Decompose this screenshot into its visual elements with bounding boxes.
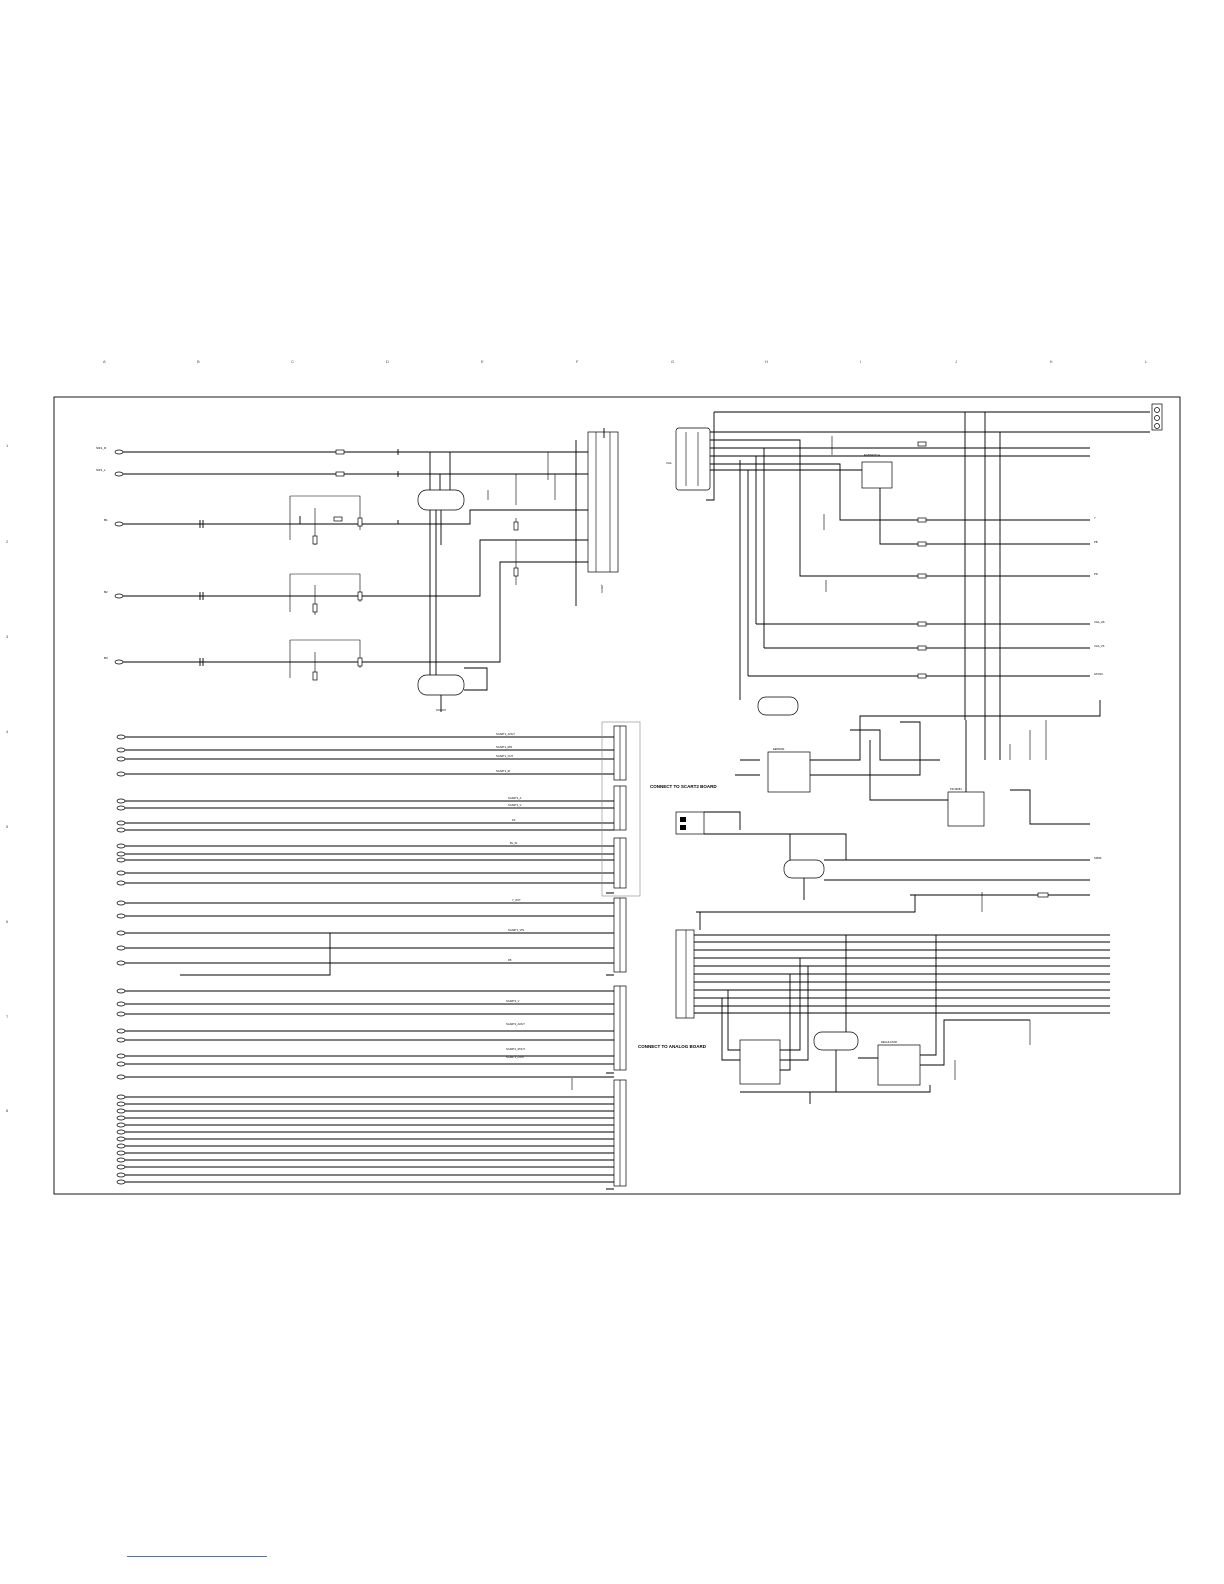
ic-label: EEPROM	[773, 747, 784, 751]
row-marker: 2	[6, 539, 9, 544]
resistor	[335, 471, 345, 477]
output-label: SPDIF	[1094, 856, 1102, 860]
col-marker: F	[576, 359, 579, 364]
bus-signal-label: SCART1_AOUT	[496, 732, 515, 736]
opamp-ic	[417, 489, 465, 511]
analog-header-connector	[675, 929, 695, 1019]
bus-signal-label: SCART1_LOUT	[506, 1055, 525, 1059]
input-stage-section: SIF1_R SIF1_L B1 B2 B3	[96, 428, 619, 712]
regulator-ic	[877, 1044, 921, 1086]
annotation-analog: CONNECT TO ANALOG BOARD	[638, 1044, 707, 1049]
aux-connector	[675, 811, 705, 835]
row-marker: 6	[6, 919, 9, 924]
col-marker: B	[197, 359, 200, 364]
row-marker: 8	[6, 1108, 9, 1113]
input-label: B2	[104, 590, 108, 594]
opamp-ic	[783, 859, 825, 879]
connector-label: SCART	[600, 584, 604, 593]
column-markers: A B C D E F G H I J K L	[103, 359, 1148, 364]
bus-header-connectors	[606, 725, 627, 1190]
output-label: HSYNC	[1094, 672, 1103, 676]
eeprom-ic	[767, 751, 811, 793]
bus-signal-label: FB	[508, 958, 512, 962]
bus-signal-label: SCART2_A	[508, 796, 522, 800]
rgb-switch-ic	[861, 461, 893, 489]
annotation-scart: CONNECT TO SCART2 BOARD	[650, 784, 717, 789]
bus-signal-label: BL_IN	[510, 841, 517, 845]
col-marker: H	[765, 359, 768, 364]
opamp-ic	[813, 1031, 859, 1051]
input-label: B1	[104, 518, 108, 522]
bus-section: SCART1_AOUT SCART1_RIN SCART1_OUT SCART1…	[116, 721, 641, 1190]
bus-signal-label: SCART2_V	[508, 803, 522, 807]
resistor	[335, 449, 345, 455]
bus-signal-label: FS	[512, 818, 516, 822]
connector-outline	[601, 721, 641, 897]
col-marker: E	[481, 359, 484, 364]
ic-label: PIC16F84	[950, 787, 962, 791]
opamp-ic	[417, 674, 465, 696]
col-marker: J	[955, 359, 957, 364]
ic-label: RGBSWITCH	[864, 453, 880, 457]
col-marker: K	[1050, 359, 1053, 364]
row-markers: 1 2 3 4 5 6 7 8	[6, 443, 9, 1113]
connector-label: VGA	[666, 461, 672, 465]
drawing-frame	[53, 396, 1181, 1195]
scart-connector-block	[587, 431, 619, 573]
bus-signal-label: Y_OUT	[512, 898, 521, 902]
row-marker: 3	[6, 634, 9, 639]
bus-signal-label: SCART1_ROUT	[506, 1047, 525, 1051]
input-label: B3	[104, 656, 108, 660]
bus-signal-label: SCART2_V	[506, 999, 520, 1003]
bus-signal-label: SCART1_OUT	[496, 754, 514, 758]
controller-section: EEPROM PIC16F84 CONNECT TO SCART2 BOARD …	[650, 696, 1102, 913]
col-marker: G	[671, 359, 674, 364]
ic-label: REGULATOR	[881, 1040, 897, 1044]
output-label: PB	[1094, 540, 1098, 544]
bus-signal-label: SCART2_AOUT	[506, 1022, 525, 1026]
input-label: SIF1_L	[96, 468, 106, 472]
input-connector	[114, 593, 124, 599]
bus-signal-label: SCART1_VIN	[508, 928, 524, 932]
output-label: VGA_HS	[1094, 620, 1105, 624]
output-label: VGA_VS	[1094, 644, 1105, 648]
footer-link-underline	[127, 1556, 267, 1557]
bus-signal-label: SCART1_RIN	[496, 745, 512, 749]
row-marker: 7	[6, 1014, 9, 1019]
output-label: Y	[1094, 516, 1096, 520]
analog-interface-section: REGULATOR CONNECT TO ANALOG BOARD	[638, 912, 1110, 1104]
col-marker: C	[291, 359, 294, 364]
input-label: SIF1_R	[96, 446, 107, 450]
input-connector	[114, 449, 124, 455]
bus-switch-ic	[739, 1039, 781, 1085]
bus-signal-label: SCART1_ID	[496, 769, 510, 773]
output-label: PR	[1094, 572, 1098, 576]
col-marker: L	[1145, 359, 1148, 364]
col-marker: A	[103, 359, 106, 364]
pic-controller-ic	[947, 791, 985, 827]
row-marker: 5	[6, 824, 9, 829]
col-marker: I	[860, 359, 861, 364]
vga-section: VGA RGBSWITCH Y PB PR VGA_HS VGA_VS HSYN…	[666, 403, 1163, 760]
input-connector	[114, 521, 124, 527]
input-connector	[114, 471, 124, 477]
row-marker: 1	[6, 443, 9, 448]
vga-connector	[675, 427, 711, 491]
left-port-symbols	[116, 734, 126, 1185]
col-marker: D	[386, 359, 389, 364]
input-connector	[114, 659, 124, 665]
opamp-ic	[757, 696, 799, 716]
row-marker: 4	[6, 729, 9, 734]
